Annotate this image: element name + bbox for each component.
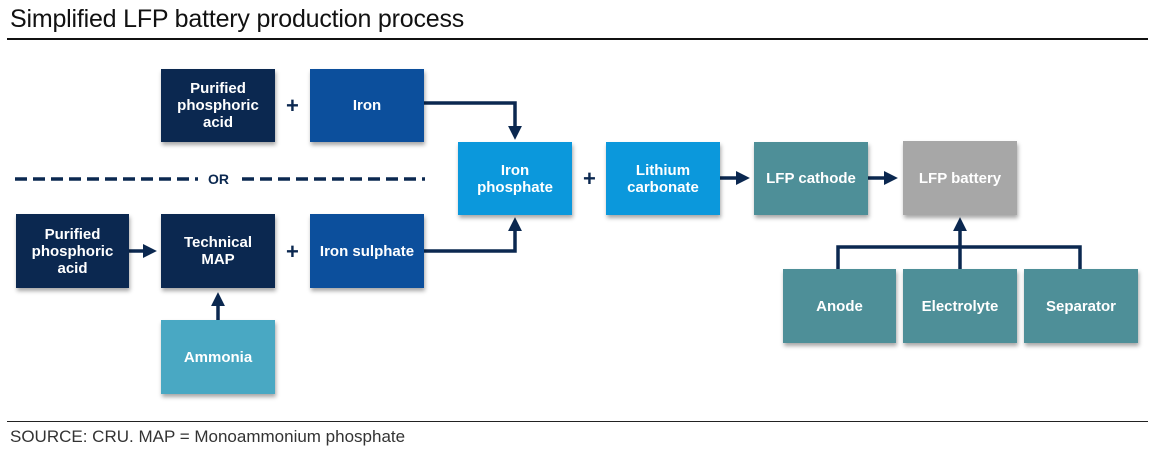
- node-separator: Separator: [1024, 269, 1138, 343]
- source-note: SOURCE: CRU. MAP = Monoammonium phosphat…: [10, 427, 406, 446]
- plus-operator: +: [286, 239, 299, 264]
- node-lfp-battery: LFP battery: [903, 141, 1017, 215]
- node-iron-sulphate: Iron sulphate: [310, 214, 424, 288]
- node-ammonia: Ammonia: [161, 320, 275, 394]
- node-anode: Anode: [783, 269, 896, 343]
- node-iron-phosphate: Iron phosphate: [458, 142, 572, 215]
- node-lfp-cathode: LFP cathode: [754, 142, 868, 215]
- node-technical-map: Technical MAP: [161, 214, 275, 288]
- title-rule: [7, 38, 1148, 40]
- node-electrolyte: Electrolyte: [903, 269, 1017, 343]
- plus-operator: +: [286, 93, 299, 118]
- arrow-iron-sulphate-to-iron-phosphate: [424, 217, 522, 253]
- node-purified-phosphoric-acid-top: Purified phosphoric acid: [161, 69, 275, 142]
- footer-rule: [7, 421, 1148, 422]
- node-purified-phosphoric-acid-bottom: Purified phosphoric acid: [16, 214, 129, 288]
- node-lithium-carbonate: Lithium carbonate: [606, 142, 720, 215]
- chart-title: Simplified LFP battery production proces…: [10, 5, 465, 33]
- plus-operator: +: [583, 166, 596, 191]
- node-iron: Iron: [310, 69, 424, 142]
- arrow-iron-to-iron-phosphate: [424, 101, 522, 140]
- or-separator-label: OR: [208, 171, 229, 187]
